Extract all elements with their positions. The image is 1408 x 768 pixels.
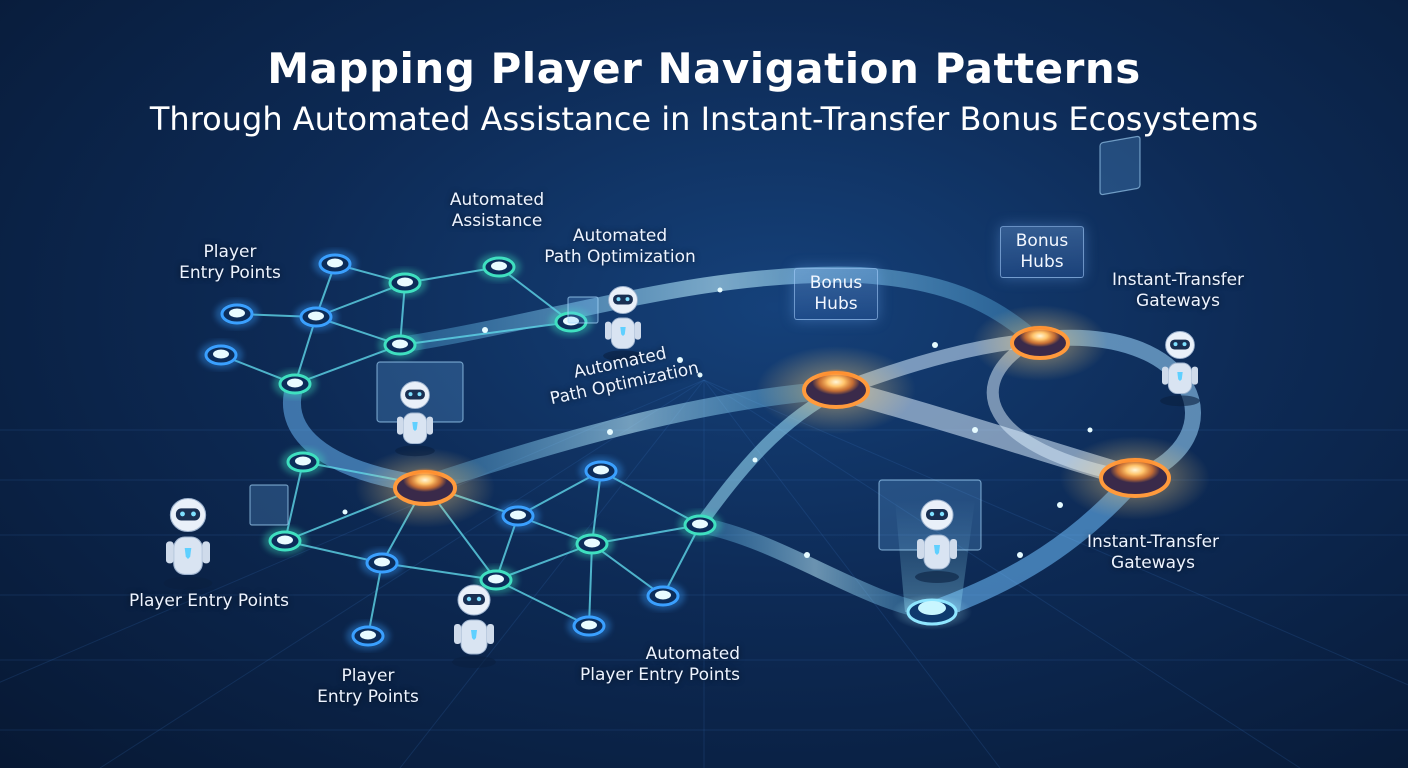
page-title: Mapping Player Navigation Patterns — [267, 44, 1141, 93]
robot-assistant-icon — [395, 381, 435, 457]
bonus-hub-center — [355, 448, 495, 528]
network-node-icon — [579, 457, 623, 485]
robot-assistant-icon — [603, 286, 643, 362]
network-node-icon — [641, 582, 685, 610]
network-node-icon — [567, 612, 611, 640]
network-node-icon — [383, 269, 427, 297]
network-node-icon — [273, 370, 317, 398]
network-node-icon — [199, 341, 243, 369]
network-node-icon — [215, 300, 259, 328]
network-node-icon — [477, 253, 521, 281]
network-node-icon — [346, 622, 390, 650]
network-node-icon — [496, 502, 540, 530]
network-node-icon — [313, 250, 357, 278]
network-node-icon — [294, 303, 338, 331]
robot-assistant-icon — [163, 286, 1200, 668]
network-node-icon — [360, 549, 404, 577]
network-node-icon — [378, 331, 422, 359]
page-subtitle: Through Automated Assistance in Instant-… — [149, 100, 1259, 138]
portal-node — [892, 594, 972, 630]
network-node-icon — [549, 308, 593, 336]
gateway-hub — [1060, 436, 1210, 520]
network-node-icon — [678, 511, 722, 539]
network-node-icon — [570, 530, 614, 558]
robot-assistant-icon — [1160, 331, 1200, 407]
network-nodes — [199, 250, 722, 650]
robot-assistant-icon — [163, 497, 213, 590]
network-node-icon — [474, 566, 518, 594]
network-node-icon — [281, 448, 325, 476]
flow-path-top — [392, 266, 1043, 353]
robot-assistant-icon — [452, 584, 496, 668]
robot-assistant-icon — [915, 499, 959, 583]
network-node-icon — [263, 527, 307, 555]
floor-grid — [0, 379, 1408, 768]
bonus-hub-mid — [756, 346, 916, 434]
label-player-entry-left: Player Entry Points — [128, 591, 289, 611]
bonus-hub-right — [972, 305, 1108, 381]
